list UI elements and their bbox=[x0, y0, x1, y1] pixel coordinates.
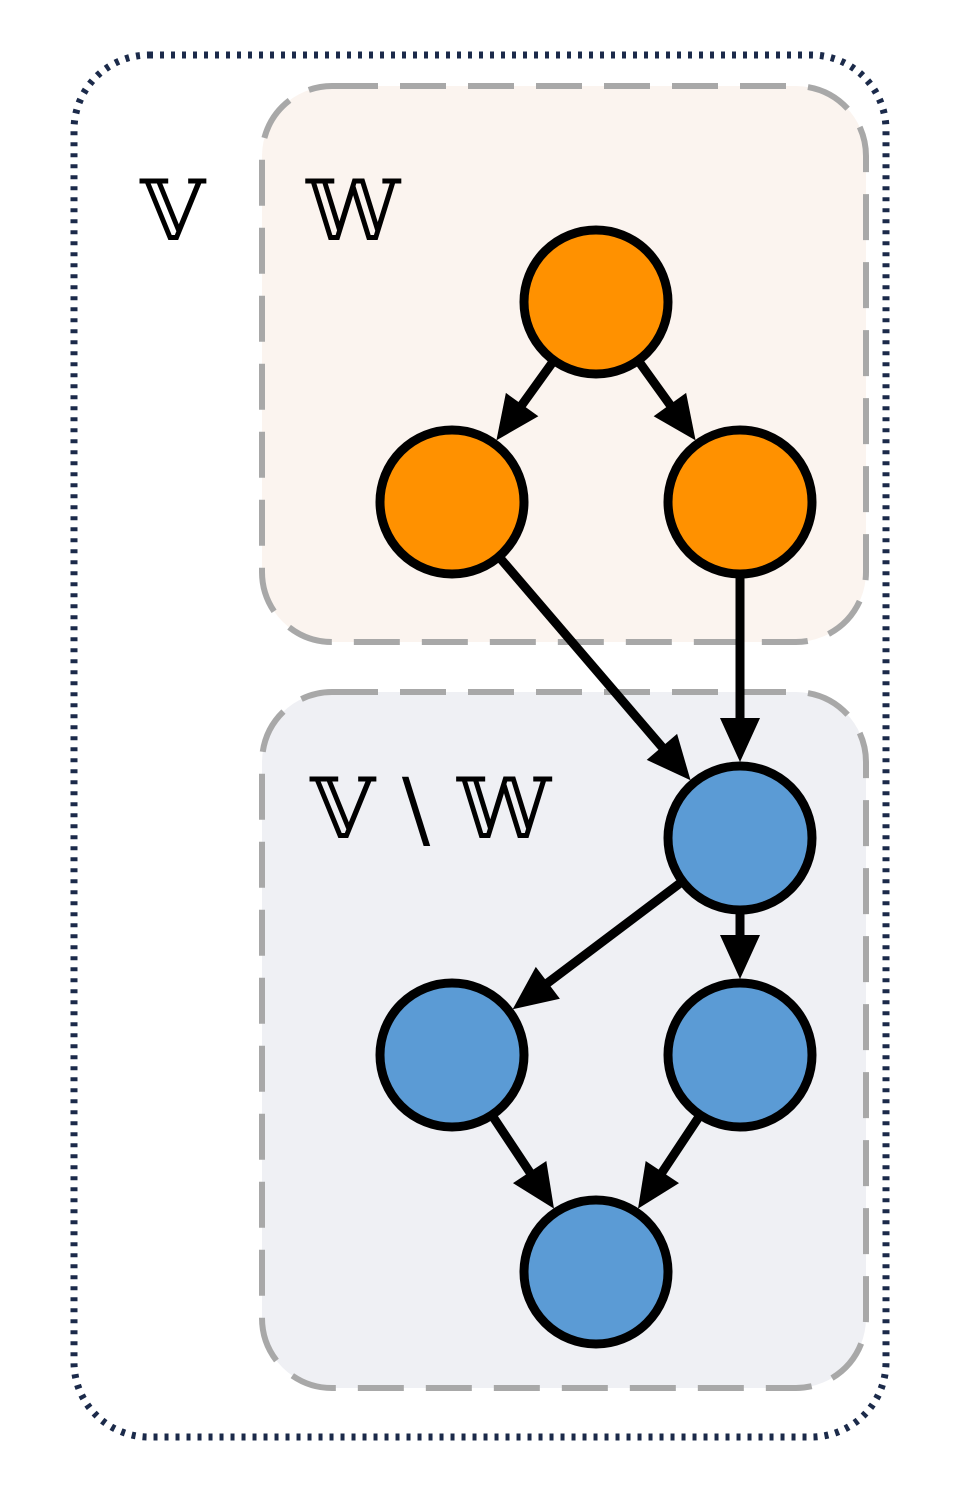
upper-set-label: 𝕎 bbox=[305, 162, 402, 260]
edge-line bbox=[543, 877, 686, 988]
arrowhead bbox=[720, 935, 760, 979]
edge-line bbox=[488, 1112, 535, 1177]
edge-vw-right-to-vw-bottom bbox=[638, 1112, 704, 1209]
edge-line bbox=[495, 553, 667, 752]
edge-layer bbox=[488, 357, 760, 1209]
edge-w-top-to-w-left bbox=[496, 357, 558, 441]
node-w-left bbox=[375, 425, 529, 579]
edge-line bbox=[517, 357, 558, 409]
node-w-right bbox=[663, 425, 817, 579]
edge-line bbox=[634, 357, 675, 409]
outer-set-boundary bbox=[70, 51, 890, 1441]
node-vw-left bbox=[375, 978, 529, 1132]
node-vw-bottom bbox=[519, 1195, 673, 1349]
outer-set-label: 𝕍 bbox=[139, 162, 207, 260]
node-layer bbox=[375, 225, 817, 1349]
node-vw-right bbox=[663, 978, 817, 1132]
node-w-top bbox=[519, 225, 673, 379]
lower-set-label: 𝕍 \ 𝕎 bbox=[309, 760, 553, 858]
arrowhead bbox=[720, 718, 760, 762]
arrowhead bbox=[496, 392, 539, 441]
arrowhead bbox=[512, 966, 560, 1010]
edge-w-right-to-vw-hub bbox=[720, 574, 760, 762]
edge-w-top-to-w-right bbox=[634, 357, 696, 441]
edge-line bbox=[657, 1112, 704, 1177]
edge-vw-hub-to-vw-left bbox=[512, 877, 686, 1010]
edge-w-left-to-vw-hub bbox=[495, 553, 691, 781]
arrowhead bbox=[646, 733, 691, 781]
edge-vw-left-to-vw-bottom bbox=[488, 1112, 554, 1209]
arrowhead bbox=[653, 392, 696, 441]
arrowhead bbox=[638, 1160, 680, 1209]
node-vw-hub bbox=[663, 761, 817, 915]
arrowhead bbox=[512, 1160, 554, 1209]
